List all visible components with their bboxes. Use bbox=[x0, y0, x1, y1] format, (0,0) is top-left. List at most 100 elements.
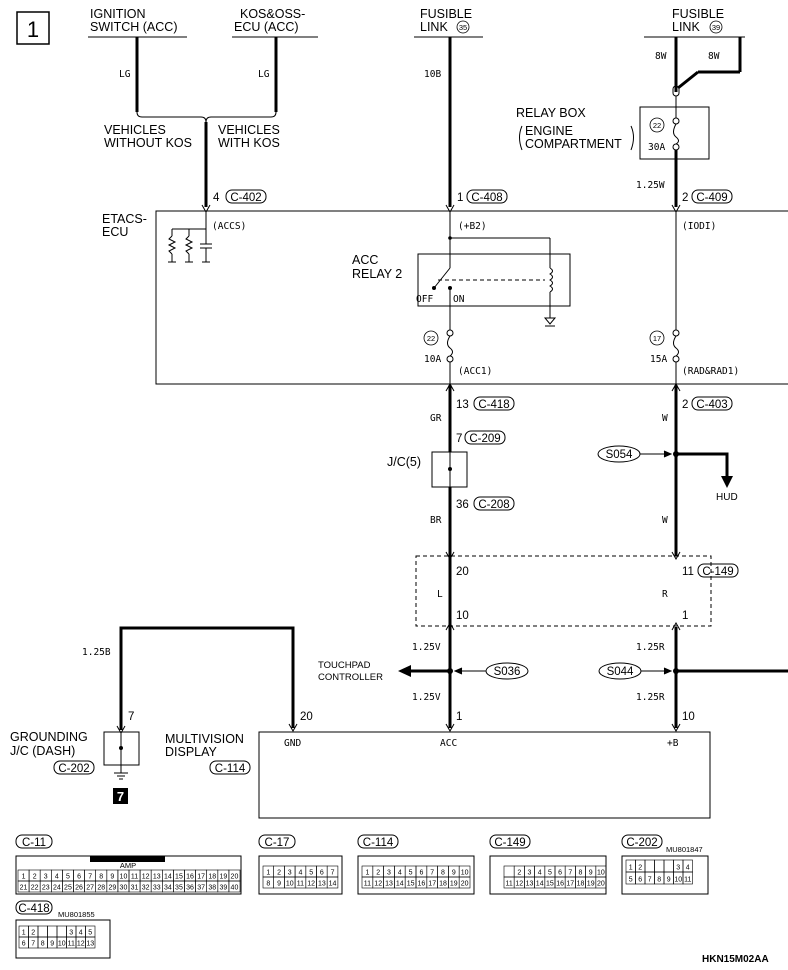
connector-pin-number: 19 bbox=[219, 874, 227, 881]
connector-pin-number: 3 bbox=[676, 865, 680, 872]
wire-8w-b: 8W bbox=[708, 51, 720, 62]
connector-pin-number: 10 bbox=[286, 881, 294, 888]
wire-w-1: W bbox=[662, 413, 668, 424]
connector-pin-number: 3 bbox=[69, 930, 73, 937]
connector-pin-number: 16 bbox=[186, 874, 194, 881]
mvd-conn: C-114 bbox=[215, 763, 246, 775]
etacs-iodi: (IODI) bbox=[682, 221, 716, 232]
connector-pin-number: 23 bbox=[42, 885, 50, 892]
c208-pin: 36 bbox=[456, 499, 469, 511]
connector-pin-number: 2 bbox=[376, 870, 380, 877]
etacs-ecu-label-1: ETACS- bbox=[102, 212, 147, 226]
c208-name: C-208 bbox=[478, 499, 509, 511]
connector-pin-number: 5 bbox=[88, 930, 92, 937]
mvd-b-pin-no: 10 bbox=[682, 711, 695, 723]
connector-pin-number: 12 bbox=[77, 941, 85, 948]
connector-pin-number: 11 bbox=[297, 881, 304, 888]
connector-pin-number: 3 bbox=[44, 874, 48, 881]
connector-pin-number: 8 bbox=[657, 877, 661, 884]
connector-pin-number: 13 bbox=[318, 881, 326, 888]
page-number-box bbox=[16, 11, 50, 45]
connector-pin-number: 7 bbox=[648, 877, 652, 884]
connector-pin-number: 7 bbox=[568, 870, 572, 877]
connector-pin-number: 17 bbox=[566, 881, 574, 888]
c408-pin: 1 bbox=[457, 192, 463, 204]
connector-pin-number: 7 bbox=[331, 870, 335, 877]
relay-box-sub-2: COMPARTMENT bbox=[525, 137, 622, 151]
connector-pin-number: 6 bbox=[638, 877, 642, 884]
ground-number-box bbox=[113, 788, 128, 804]
connector-pin-number: 5 bbox=[66, 874, 70, 881]
connector-pin-number: 6 bbox=[22, 941, 26, 948]
c149-dashed-connector bbox=[415, 555, 712, 627]
conn-c114-label: C-114 bbox=[363, 837, 394, 849]
splice-s036: S036 bbox=[494, 666, 521, 678]
grounding-label-1: GROUNDING bbox=[10, 730, 88, 744]
vehicles-with-kos-2: WITH KOS bbox=[218, 136, 280, 150]
connector-pin-number: 10 bbox=[461, 870, 469, 877]
conn-c17-label: C-17 bbox=[265, 837, 290, 849]
connector-pin-number: 38 bbox=[208, 885, 216, 892]
relay-box-title: RELAY BOX bbox=[516, 106, 586, 120]
connector-pin-number: 19 bbox=[587, 881, 595, 888]
connector-pin-number: 37 bbox=[197, 885, 205, 892]
connector-pin-number: 8 bbox=[441, 870, 445, 877]
connector-pin-number: 39 bbox=[219, 885, 227, 892]
splice-s044: S044 bbox=[607, 666, 634, 678]
connector-pin-number: 4 bbox=[686, 865, 690, 872]
connector-pin-number: 28 bbox=[97, 885, 105, 892]
etacs-b2: (+B2) bbox=[458, 221, 487, 232]
connector-pin-number: 20 bbox=[461, 881, 469, 888]
connector-pin-number: 1 bbox=[365, 870, 369, 877]
ignition-switch-label-1: IGNITION bbox=[90, 7, 146, 21]
connector-pin-number: 4 bbox=[298, 870, 302, 877]
connector-pin-number: 21 bbox=[20, 885, 28, 892]
conn-c418-label: C-418 bbox=[18, 903, 49, 915]
connector-pin-number: 36 bbox=[186, 885, 194, 892]
connector-pin-number: 1 bbox=[22, 874, 26, 881]
connector-pin-number: 10 bbox=[597, 870, 605, 877]
connector-pin-number: 11 bbox=[505, 881, 512, 888]
c402-pin: 4 bbox=[213, 192, 220, 204]
connector-pin-number: 4 bbox=[55, 874, 59, 881]
wire-125v-b: 1.25V bbox=[412, 692, 441, 703]
wire-w-2: W bbox=[662, 515, 668, 526]
connector-pin-number: 9 bbox=[452, 870, 456, 877]
connector-pin-number: 8 bbox=[41, 941, 45, 948]
connector-pin-number: 1 bbox=[629, 865, 633, 872]
connector-pin-number: 11 bbox=[131, 874, 138, 881]
page-number: 1 bbox=[27, 17, 39, 42]
c402-name: C-402 bbox=[230, 192, 261, 204]
connector-pin-number: 16 bbox=[556, 881, 564, 888]
connector-pin-number: 20 bbox=[597, 881, 605, 888]
connector-pin-number: 19 bbox=[450, 881, 458, 888]
connector-pin-number: 9 bbox=[110, 874, 114, 881]
wire-r: R bbox=[662, 589, 668, 600]
etacs-ecu-label-2: ECU bbox=[102, 225, 128, 239]
connector-pin-number: 33 bbox=[153, 885, 161, 892]
wire-125b: 1.25B bbox=[82, 647, 111, 658]
kos-ecu-label-1: KOS&OSS- bbox=[240, 7, 305, 21]
c408-name: C-408 bbox=[471, 192, 502, 204]
connector-pin-number: 13 bbox=[86, 941, 94, 948]
connector-pin-number: 6 bbox=[320, 870, 324, 877]
connector-pin-number: 27 bbox=[86, 885, 94, 892]
connector-pin-number: 8 bbox=[99, 874, 103, 881]
connector-pin-number: 12 bbox=[307, 881, 315, 888]
connector-pin-number: 18 bbox=[208, 874, 216, 881]
connector-pin-number: 14 bbox=[536, 881, 544, 888]
mvd-acc-pin-no: 1 bbox=[456, 711, 462, 723]
etacs-fuse1-no: 22 bbox=[427, 334, 435, 343]
connector-pin-number: 13 bbox=[153, 874, 161, 881]
connector-pin-number: 4 bbox=[79, 930, 83, 937]
connector-pin-number: 2 bbox=[31, 930, 35, 937]
connector-pin-number: 25 bbox=[64, 885, 72, 892]
connector-pin-number: 5 bbox=[629, 877, 633, 884]
connector-pin-number: 17 bbox=[428, 881, 436, 888]
wire-125v-a: 1.25V bbox=[412, 642, 441, 653]
